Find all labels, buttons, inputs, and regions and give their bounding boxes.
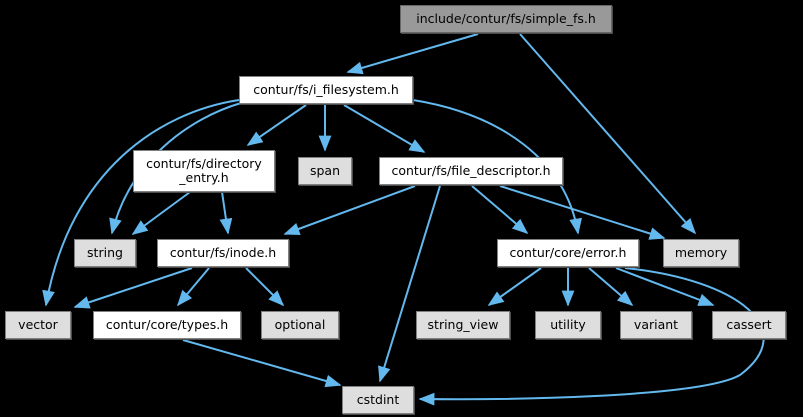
graph-node-cassert[interactable]: cassert — [712, 311, 786, 339]
graph-node-memory[interactable]: memory — [663, 239, 739, 267]
edge-i_filesystem-to-directory_entry — [246, 104, 307, 146]
graph-node-i_filesystem[interactable]: contur/fs/i_filesystem.h — [239, 76, 413, 104]
edge-i_filesystem-to-string — [109, 102, 242, 235]
graph-node-inode[interactable]: contur/fs/inode.h — [157, 239, 289, 267]
edge-i_filesystem-to-file_descriptor — [343, 104, 426, 153]
edge-i_filesystem-to-vector — [42, 99, 240, 307]
edge-types-to-cstdint — [182, 339, 342, 388]
edge-directory_entry-to-inode — [219, 191, 233, 235]
graph-node-variant[interactable]: variant — [620, 311, 692, 339]
graph-node-string_view[interactable]: string_view — [416, 311, 510, 339]
edge-file_descriptor-to-memory — [499, 185, 666, 240]
edge-error-to-string_view — [487, 267, 542, 306]
graph-node-error[interactable]: contur/core/error.h — [497, 239, 639, 267]
edge-inode-to-types — [176, 267, 210, 307]
edge-i_filesystem-to-error — [412, 99, 582, 235]
edge-file_descriptor-to-cstdint — [378, 185, 441, 383]
edge-inode-to-optional — [245, 267, 285, 307]
graph-node-vector[interactable]: vector — [5, 311, 71, 339]
dependency-edges — [42, 33, 765, 406]
graph-node-optional[interactable]: optional — [261, 311, 339, 339]
graph-node-types[interactable]: contur/core/types.h — [93, 311, 241, 339]
edge-file_descriptor-to-inode — [283, 185, 416, 236]
edge-file_descriptor-to-error — [471, 185, 529, 235]
edge-error-to-cassert — [615, 267, 715, 306]
edge-error-to-cstdint — [418, 267, 765, 406]
edge-inode-to-vector — [73, 267, 193, 309]
edge-error-to-variant — [588, 267, 634, 307]
graph-node-file_descriptor[interactable]: contur/fs/file_descriptor.h — [379, 157, 563, 185]
edge-simple_fs-to-i_filesystem — [346, 33, 479, 75]
graph-node-directory_entry[interactable]: contur/fs/directory _entry.h — [133, 150, 275, 192]
graph-node-simple_fs[interactable]: include/contur/fs/simple_fs.h — [400, 5, 612, 33]
graph-node-span[interactable]: span — [298, 157, 352, 185]
edge-directory_entry-to-string — [131, 191, 191, 235]
graph-node-utility[interactable]: utility — [535, 311, 601, 339]
graph-node-cstdint[interactable]: cstdint — [342, 386, 414, 414]
graph-node-string[interactable]: string — [74, 239, 136, 267]
edge-simple_fs-to-memory — [519, 33, 697, 235]
